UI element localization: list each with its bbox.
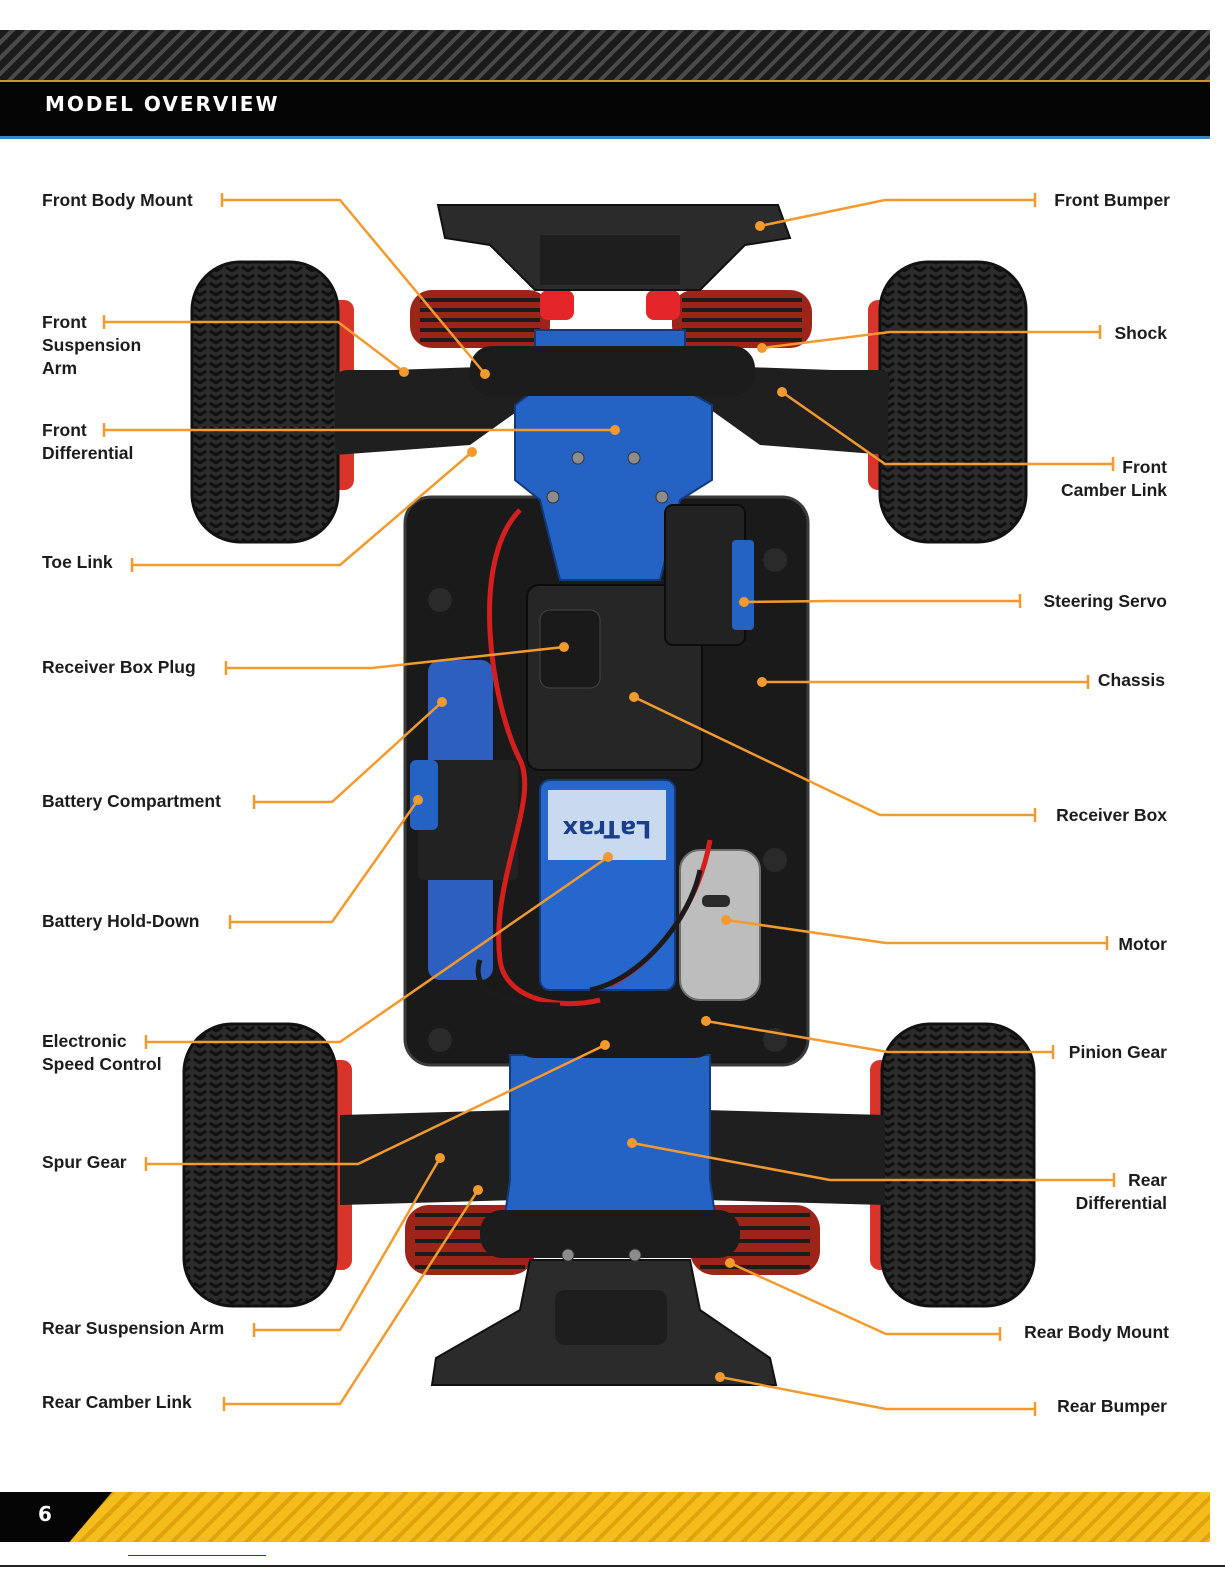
- label-pinion-gear: Pinion Gear: [1068, 1042, 1167, 1062]
- rear-right-tire: [870, 1022, 1036, 1308]
- footer-link-underline: [128, 1555, 266, 1556]
- leader-rear-differential: [631, 1141, 1114, 1182]
- spur-gear-shape: [515, 1010, 715, 1058]
- header-bar: [0, 80, 1210, 139]
- leader-lines: [104, 198, 1114, 1411]
- label-rear-suspension-arm: Rear Suspension Arm: [42, 1318, 225, 1338]
- motor-shape: [679, 849, 761, 1001]
- label-battery-compartment: Battery Compartment: [42, 791, 221, 811]
- leader-rear-suspension-arm: [254, 1157, 442, 1332]
- page-number: 6: [38, 1502, 52, 1526]
- label-toe-link: Toe Link: [42, 552, 113, 572]
- leader-spur-gear: [146, 1043, 606, 1166]
- section-title: MODEL OVERVIEW: [45, 92, 280, 116]
- label-motor: Motor: [1118, 934, 1167, 954]
- header-stripe-band: [0, 30, 1210, 80]
- label-chassis: Chassis: [1097, 670, 1165, 690]
- leader-rear-bumper: [719, 1375, 1035, 1411]
- leader-motor: [725, 918, 1107, 945]
- label-front-suspension-arm: Front Suspension Arm: [42, 312, 142, 378]
- battery-hold-down-clip: [410, 760, 438, 830]
- label-rear-camber-link: Rear Camber Link: [42, 1392, 192, 1412]
- steering-servo-blue: [732, 540, 754, 630]
- label-spur-gear: Spur Gear: [42, 1152, 127, 1172]
- front-left-tire: [190, 260, 354, 544]
- label-rear-body-mount: Rear Body Mount: [1024, 1322, 1169, 1342]
- leader-battery-hold-down: [230, 799, 420, 924]
- rear-bulkhead-top: [480, 1210, 740, 1258]
- leader-end-ticks: [102, 193, 1116, 1416]
- label-front-camber-link: Front Camber Link: [1061, 457, 1167, 500]
- leader-battery-compartment: [254, 701, 443, 804]
- wires: [475, 508, 713, 1008]
- label-front-body-mount: Front Body Mount: [42, 190, 193, 210]
- screws: [546, 451, 669, 1262]
- label-electronic-speed-control: Electronic Speed Control: [42, 1031, 162, 1074]
- leader-receiver-box-plug: [226, 645, 565, 670]
- label-rear-differential: Rear Differential: [1075, 1170, 1167, 1213]
- leader-receiver-box: [633, 695, 1035, 817]
- footer-stripe-band: [60, 1492, 1210, 1542]
- front-shocks: [410, 290, 812, 348]
- leader-electronic-speed-control: [146, 855, 609, 1044]
- leader-pinion-gear: [705, 1019, 1053, 1054]
- leader-end-dots: [399, 221, 787, 1382]
- leader-rear-camber-link: [224, 1189, 480, 1406]
- label-rear-bumper: Rear Bumper: [1057, 1396, 1167, 1416]
- front-bumper-mount: [540, 235, 680, 285]
- esc-label-panel: [548, 790, 666, 860]
- label-front-differential: Front Differential: [42, 420, 134, 463]
- rear-bumper-plate: [555, 1290, 667, 1345]
- leader-front-camber-link: [781, 390, 1113, 466]
- leader-front-body-mount: [222, 198, 486, 375]
- esc-brand-decal: LaTrax: [562, 815, 651, 843]
- front-bulkhead-top: [470, 346, 755, 396]
- footer-rule: [0, 1565, 1225, 1567]
- leader-toe-link: [132, 451, 473, 567]
- label-battery-hold-down: Battery Hold-Down: [42, 911, 200, 931]
- leader-rear-body-mount: [729, 1261, 1000, 1336]
- motor-slot: [702, 895, 730, 907]
- leader-front-bumper: [759, 198, 1035, 228]
- leader-front-suspension-arm: [104, 320, 405, 373]
- leader-shock: [761, 330, 1100, 350]
- label-front-bumper: Front Bumper: [1054, 190, 1170, 210]
- label-shock: Shock: [1114, 323, 1167, 343]
- leader-steering-servo: [743, 599, 1020, 604]
- label-receiver-box-plug: Receiver Box Plug: [42, 657, 196, 677]
- battery-connector: [418, 760, 518, 880]
- front-right-tire: [868, 260, 1028, 544]
- label-receiver-box: Receiver Box: [1056, 805, 1167, 825]
- label-steering-servo: Steering Servo: [1043, 591, 1167, 611]
